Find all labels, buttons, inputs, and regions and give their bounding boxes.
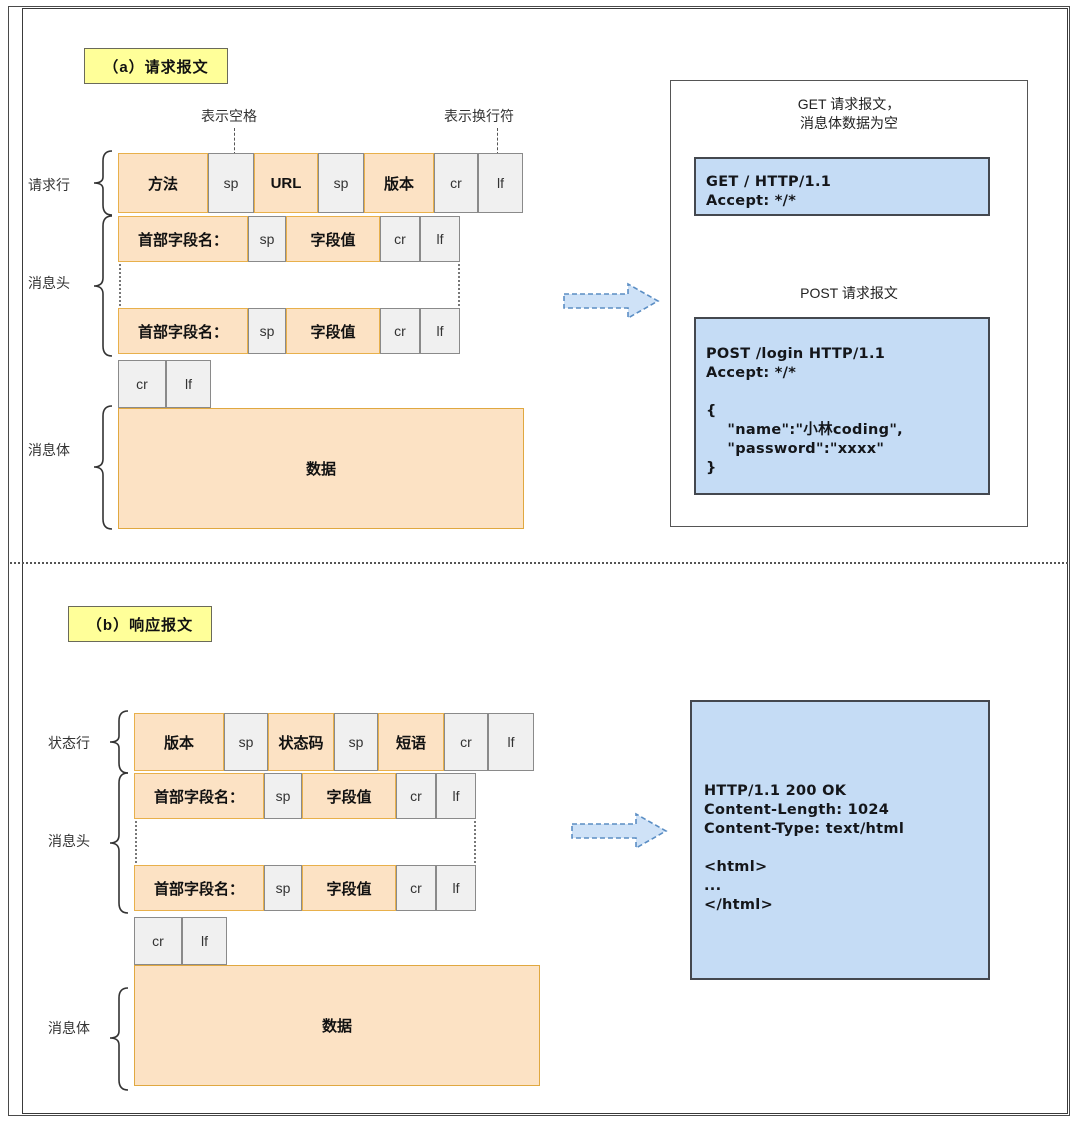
cell-lf-1: lf xyxy=(478,153,523,213)
row-label-request-headers: 消息头 xyxy=(28,275,70,291)
cell-resp-header-value-1: 字段值 xyxy=(302,773,396,819)
cell-resp-header-sp-2: sp xyxy=(264,865,302,911)
cell-resp-sp-1: sp xyxy=(224,713,268,771)
cell-header-cr-1: cr xyxy=(380,216,420,262)
cell-header-value-1: 字段值 xyxy=(286,216,380,262)
response-example-code: HTTP/1.1 200 OK Content-Length: 1024 Con… xyxy=(690,700,990,980)
section-divider xyxy=(10,562,1068,564)
cell-resp-version: 版本 xyxy=(134,713,224,771)
row-label-response-headers: 消息头 xyxy=(48,833,90,849)
cell-url: URL xyxy=(254,153,318,213)
cell-resp-lf-1: lf xyxy=(488,713,534,771)
cell-header-sp-2: sp xyxy=(248,308,286,354)
cell-resp-blank-lf: lf xyxy=(182,917,227,965)
section-a-tag: （a）请求报文 xyxy=(84,48,228,84)
flow-arrow-request xyxy=(563,282,660,320)
cell-resp-header-lf-1: lf xyxy=(436,773,476,819)
cell-header-sp-1: sp xyxy=(248,216,286,262)
cell-sp-1: sp xyxy=(208,153,254,213)
row-label-request-body: 消息体 xyxy=(28,442,70,458)
brace-response-headers xyxy=(109,772,129,914)
brace-status-line xyxy=(109,710,129,774)
get-example-code: GET / HTTP/1.1 Accept: */* xyxy=(694,157,990,216)
cell-header-lf-1: lf xyxy=(420,216,460,262)
cell-sp-2: sp xyxy=(318,153,364,213)
cell-resp-cr-1: cr xyxy=(444,713,488,771)
brace-response-body xyxy=(109,987,129,1091)
cell-reason-phrase: 短语 xyxy=(378,713,444,771)
cell-header-name-2: 首部字段名： xyxy=(118,308,248,354)
row-label-request-line: 请求行 xyxy=(28,177,70,193)
cell-header-lf-2: lf xyxy=(420,308,460,354)
cell-header-name-1: 首部字段名： xyxy=(118,216,248,262)
cell-response-body: 数据 xyxy=(134,965,540,1086)
cell-resp-sp-2: sp xyxy=(334,713,378,771)
section-b-tag: （b）响应报文 xyxy=(68,606,212,642)
cell-blank-cr: cr xyxy=(118,360,166,408)
cell-resp-header-name-1: 首部字段名： xyxy=(134,773,264,819)
cell-resp-header-cr-1: cr xyxy=(396,773,436,819)
brace-request-line xyxy=(93,150,113,216)
header-continuation-right xyxy=(458,264,460,306)
cell-resp-header-cr-2: cr xyxy=(396,865,436,911)
cell-resp-header-name-2: 首部字段名： xyxy=(134,865,264,911)
header-continuation-left xyxy=(119,264,121,306)
cell-resp-header-sp-1: sp xyxy=(264,773,302,819)
brace-request-body xyxy=(93,405,113,530)
cell-header-value-2: 字段值 xyxy=(286,308,380,354)
cell-header-cr-2: cr xyxy=(380,308,420,354)
cell-request-body: 数据 xyxy=(118,408,524,529)
resp-header-continuation-left xyxy=(135,821,137,863)
post-example-code: POST /login HTTP/1.1 Accept: */* { "name… xyxy=(694,317,990,495)
outer-frame xyxy=(8,6,1070,1116)
callout-crlf-leader xyxy=(497,128,498,155)
cell-version: 版本 xyxy=(364,153,434,213)
cell-resp-header-value-2: 字段值 xyxy=(302,865,396,911)
cell-blank-lf: lf xyxy=(166,360,211,408)
cell-resp-header-lf-2: lf xyxy=(436,865,476,911)
cell-cr-1: cr xyxy=(434,153,478,213)
cell-resp-blank-cr: cr xyxy=(134,917,182,965)
cell-status-code: 状态码 xyxy=(268,713,334,771)
row-label-response-body: 消息体 xyxy=(48,1020,90,1036)
resp-header-continuation-right xyxy=(474,821,476,863)
post-example-title: POST 请求报文 xyxy=(800,285,898,301)
inner-frame xyxy=(22,8,1068,1114)
row-label-status-line: 状态行 xyxy=(48,735,90,751)
brace-request-headers xyxy=(93,215,113,357)
flow-arrow-response xyxy=(571,812,668,850)
cell-method: 方法 xyxy=(118,153,208,213)
callout-sp-leader xyxy=(234,128,235,155)
callout-sp-label: 表示空格 xyxy=(201,108,257,124)
callout-crlf-label: 表示换行符 xyxy=(444,108,514,124)
get-example-title: GET 请求报文， 消息体数据为空 xyxy=(797,96,901,131)
